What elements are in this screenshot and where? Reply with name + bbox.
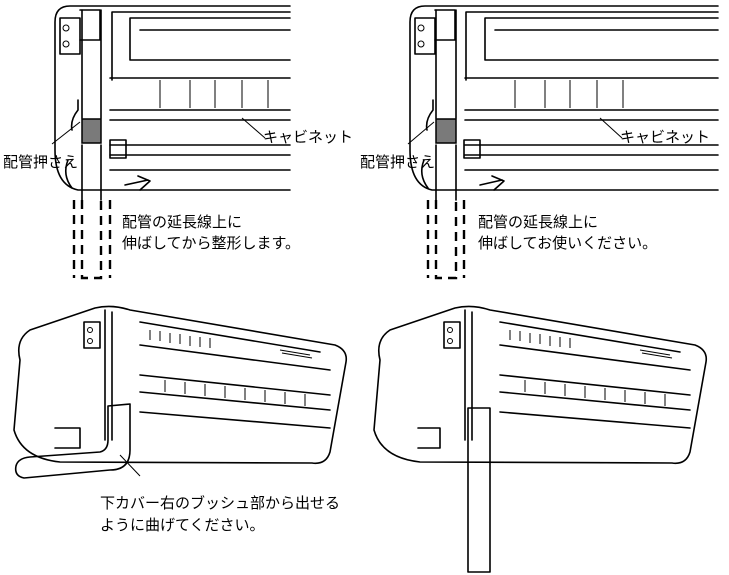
cabinet-label: キャビネット <box>620 128 710 146</box>
pipe-holder <box>81 118 102 144</box>
pipe <box>434 9 458 280</box>
cabinet-leader-line <box>241 117 266 139</box>
indoor-unit-body <box>13 305 348 465</box>
pipe-holder-label: 配管押さえ <box>360 153 435 171</box>
pipe-holder <box>435 118 457 144</box>
direction-arrow <box>124 175 151 191</box>
cabinet-label: キャビネット <box>263 128 353 146</box>
bushing-leader-line <box>119 454 141 477</box>
caption-line-1: 下カバー右のブッシュ部から出せる <box>100 494 340 512</box>
indoor-unit-body <box>373 305 708 465</box>
panel-bottom-left: 下カバー右のブッシュ部から出せる ように曲げてください。 <box>13 305 348 534</box>
straight-pipe <box>467 407 491 573</box>
caption-line-1: 配管の延長線上に <box>478 213 598 231</box>
indoor-unit-body <box>54 5 291 191</box>
indoor-unit-body <box>409 5 719 191</box>
pipe <box>80 9 103 280</box>
caption-line-2: 伸ばしてから整形します。 <box>122 234 300 252</box>
panel-bottom-right <box>373 305 708 573</box>
cabinet-leader-line <box>599 117 623 139</box>
panel-top-left: 配管押さえ キャビネット 配管の延長線上に 伸ばしてから整形します。 <box>3 5 353 280</box>
caption-line-2: 伸ばしてお使いください。 <box>478 234 657 252</box>
direction-arrow <box>479 175 505 191</box>
pipe-holder-label: 配管押さえ <box>3 153 78 171</box>
bent-pipe <box>14 403 131 479</box>
caption-line-1: 配管の延長線上に <box>122 213 242 231</box>
holder-leader-line <box>407 121 435 145</box>
guide-lines <box>426 200 466 278</box>
panel-top-right: 配管押さえ キャビネット 配管の延長線上に 伸ばしてお使いください。 <box>360 5 719 280</box>
caption-line-2: ように曲げてください。 <box>100 516 265 534</box>
guide-lines <box>72 200 112 278</box>
holder-leader-line <box>51 121 81 145</box>
